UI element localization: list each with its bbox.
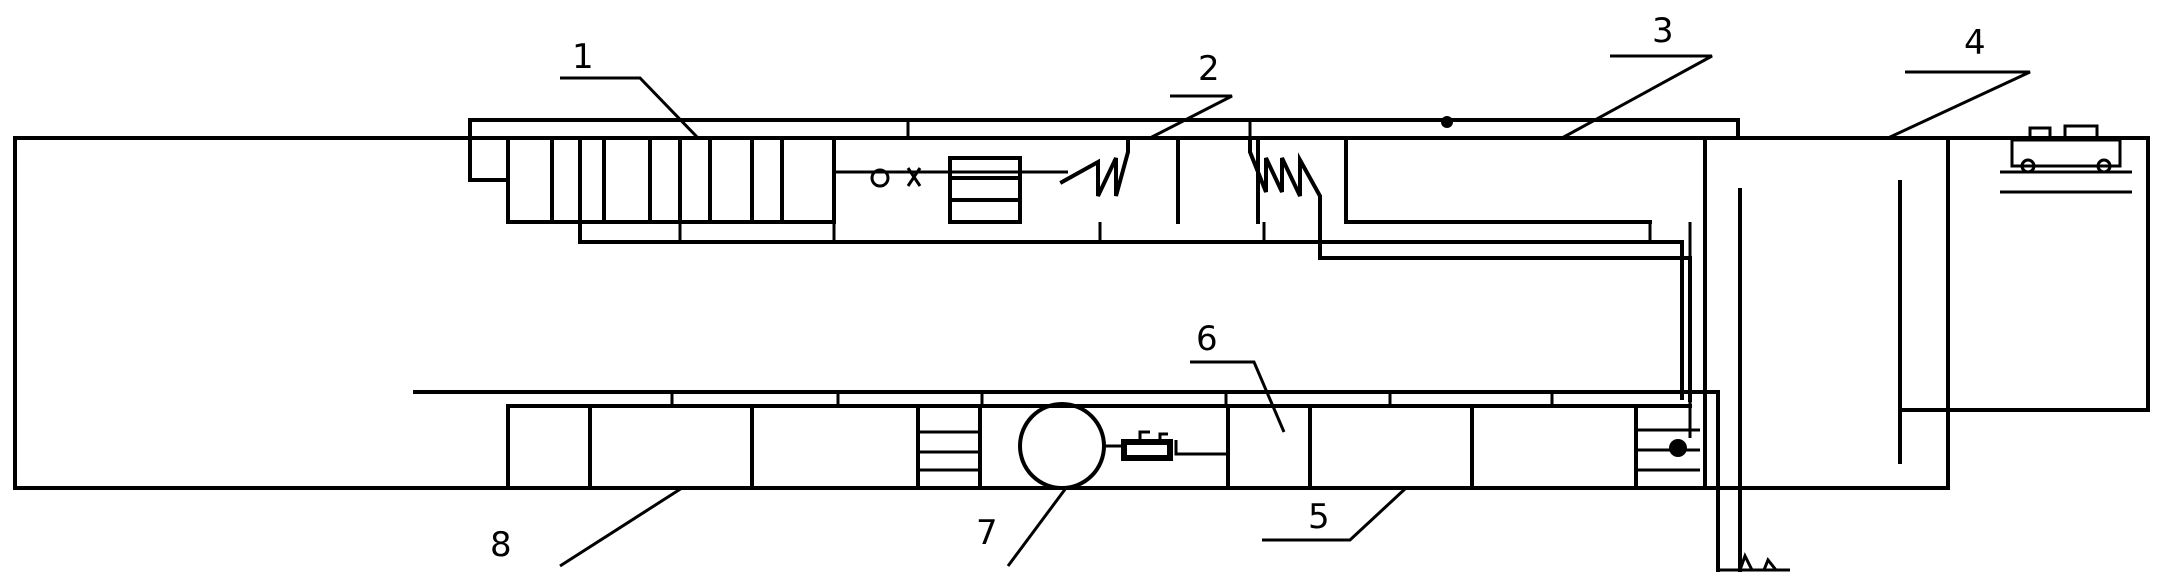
air-compressor-icon bbox=[2000, 124, 2146, 194]
circular-tank-icon bbox=[1018, 402, 1106, 490]
label-3: 3 bbox=[1652, 11, 1674, 51]
unit-1-tanks bbox=[506, 136, 836, 224]
main-enclosure bbox=[13, 136, 1950, 490]
upper-line-frame bbox=[468, 116, 1740, 182]
label-1: 1 bbox=[572, 37, 594, 77]
unit-8-tanks bbox=[506, 404, 982, 490]
label-8: 8 bbox=[490, 525, 512, 565]
label-4: 4 bbox=[1964, 23, 1986, 63]
equipment-room bbox=[1703, 136, 2150, 572]
label-5: 5 bbox=[1308, 497, 1330, 537]
leader-lines bbox=[559, 54, 2031, 568]
pump-icon bbox=[1104, 430, 1228, 461]
unit-5-6-tanks bbox=[1226, 404, 1700, 490]
upper-return-pipe bbox=[578, 220, 1692, 438]
unit-2-heater bbox=[948, 136, 1652, 224]
zigzag-heater-icon bbox=[1059, 136, 1692, 402]
label-2: 2 bbox=[1198, 49, 1220, 89]
label-7: 7 bbox=[976, 513, 998, 553]
label-6: 6 bbox=[1196, 319, 1218, 359]
lower-line-frame bbox=[413, 390, 1720, 572]
drain-outlet bbox=[1718, 552, 1790, 572]
